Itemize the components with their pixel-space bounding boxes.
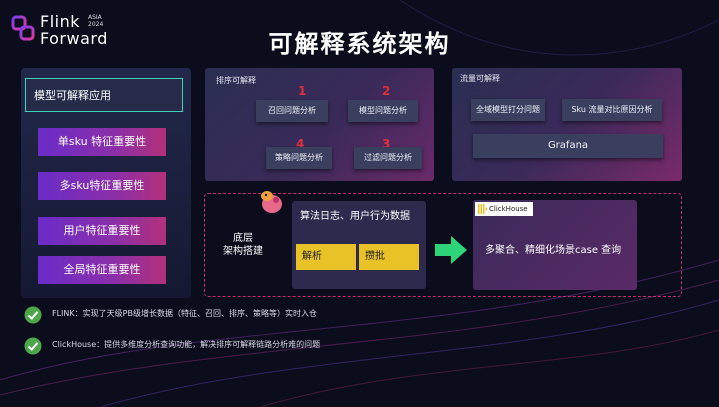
feature-importance-user: 用户特征重要性: [38, 217, 166, 245]
parse-block: 解析: [296, 244, 356, 270]
logo-text-forward: Forward: [40, 29, 108, 48]
batch-block: 攒批: [359, 244, 419, 270]
ranking-number-4: 4: [296, 137, 305, 151]
ranking-recall-analysis: 召回问题分析: [256, 100, 328, 122]
ranking-panel-label: 排序可解释: [216, 76, 256, 85]
right-arrow-icon: [435, 236, 467, 264]
logo-tag: ASIA 2024: [88, 14, 103, 28]
data-source-title: 算法日志、用户行为数据: [300, 211, 410, 222]
traffic-panel-label: 流量可解释: [460, 74, 500, 83]
clickhouse-query-label: 多聚合、精细化场景case 查询: [485, 245, 622, 256]
traffic-global-model-scoring: 全域模型打分问题: [471, 99, 545, 121]
model-explain-app-box: 模型可解释应用: [25, 78, 183, 112]
ranking-number-3: 3: [382, 137, 391, 151]
traffic-explain-panel: [452, 68, 682, 181]
base-label-line1: 底层: [233, 233, 253, 244]
architecture-section: [204, 193, 682, 297]
ranking-number-1: 1: [298, 84, 307, 98]
traffic-grafana: Grafana: [473, 134, 663, 158]
clickhouse-logo: ClickHouse: [475, 202, 533, 216]
clickhouse-logo-text: ClickHouse: [489, 205, 528, 213]
feature-importance-multi-sku: 多sku特征重要性: [38, 172, 166, 200]
note-clickhouse-text: ClickHouse：提供多维度分析查询功能，解决排序可解释链路分析难的问题: [52, 340, 321, 349]
base-label-line2: 架构搭建: [223, 246, 263, 257]
logo-tag-year: 2024: [88, 21, 104, 28]
flink-squirrel-icon: [261, 191, 282, 213]
ranking-filter-analysis: 过滤问题分析: [354, 147, 422, 169]
logo-tag-asia: ASIA: [88, 14, 102, 21]
traffic-sku-compare-analysis: Sku 流量对比原因分析: [562, 99, 662, 121]
note-flink-text: FLINK：实现了天级PB级增长数据（特征、召回、排序、策略等）实时入仓: [52, 309, 317, 318]
check-circle-icon: [24, 337, 42, 355]
logo-text-flink: Flink: [40, 12, 80, 31]
check-circle-icon: [24, 306, 42, 324]
feature-importance-single-sku: 单sku 特征重要性: [38, 128, 166, 156]
page-title: 可解释系统架构: [268, 30, 451, 58]
feature-importance-global: 全局特征重要性: [38, 256, 166, 284]
ranking-strategy-analysis: 策略问题分析: [266, 147, 332, 169]
flink-forward-logo: Flink Forward ASIA 2024: [10, 10, 120, 50]
flink-forward-logo-mark-icon: [11, 15, 35, 41]
ranking-model-analysis: 模型问题分析: [348, 100, 418, 122]
clickhouse-bars-icon: [478, 204, 487, 214]
ranking-number-2: 2: [382, 84, 391, 98]
base-architecture-label: 底层 架构搭建: [218, 232, 268, 258]
